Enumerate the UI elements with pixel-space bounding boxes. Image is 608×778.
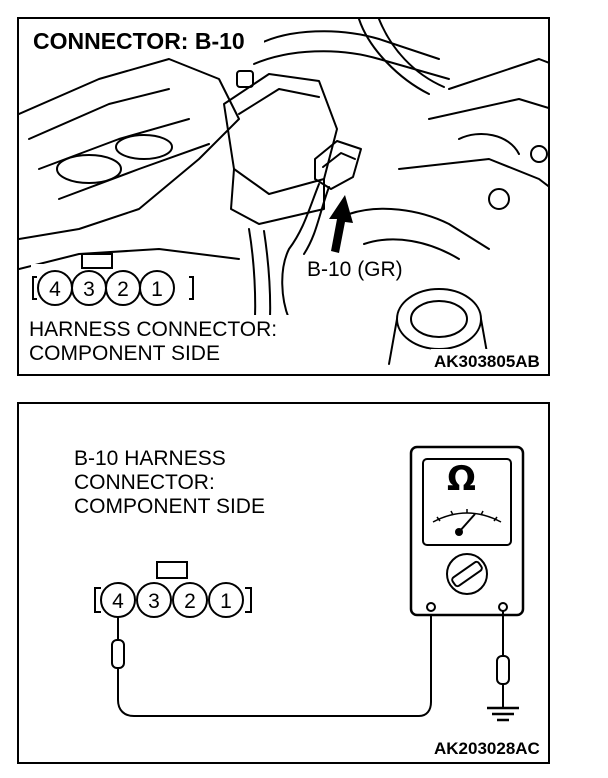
callout-backer [304,257,422,285]
upper-hose [258,30,440,60]
connector-callout-label: B-10 (GR) [307,258,403,281]
pin-cavity [139,270,175,306]
harness-label-line2: CONNECTOR: [74,471,215,494]
harness-label-line1: HARNESS CONNECTOR: [29,318,278,341]
com-jack [426,602,436,612]
ohmmeter-wiring-diagram: 4 3 2 1 [94,445,525,722]
upper-hose [253,50,450,80]
air-duct [363,238,460,260]
pin-number: 1 [220,590,232,613]
bolt [530,145,548,163]
b10-connector-detail [322,152,356,168]
component-housing [223,73,338,195]
pin-number: 4 [49,278,61,301]
intake-port [56,154,122,184]
pin-number: 1 [151,278,163,301]
housing-detail [238,88,320,115]
test-probe-lead [111,609,432,717]
ohmmeter [409,445,525,617]
pin-number: 2 [184,590,196,613]
intake-ridge-line [58,143,210,200]
vertical-hose [358,19,430,95]
pin-cavity [172,582,208,618]
harness-label-line1: B-10 HARNESS [74,447,226,470]
vacuum-cap [236,70,254,88]
ground-probe-tip [496,655,510,685]
ohmmeter-display [422,458,512,546]
pin-number: 4 [112,590,124,613]
probe-wire [117,609,432,717]
ohm-symbol: Ω [447,459,476,499]
figure-code: AK203028AC [434,739,540,758]
harness-label-line2: COMPONENT SIDE [29,342,220,365]
right-hose [458,133,520,155]
pin-cavity [136,582,172,618]
connector-latch [81,253,113,269]
connector-title: CONNECTOR: B-10 [33,28,245,54]
intake-ridge-line [28,88,170,140]
lower-panel-line [19,248,240,270]
probe-tip [111,639,125,669]
harness-label-line3: COMPONENT SIDE [74,495,265,518]
air-duct-opening [396,288,482,350]
right-block-line [428,98,548,120]
resistance-check-panel: 4 3 2 1 [17,402,550,764]
meter-needle [458,513,476,533]
pin-number: 3 [83,278,95,301]
top-pin-diagram: 4 3 2 1 [31,253,196,310]
vertical-hose [378,19,445,88]
engine-bay-panel: 4 3 2 1 CONNECTOR: B-10 B-10 (GR) HARNES… [17,17,550,376]
figure-code: AK303805AB [434,352,540,371]
duct-edge [388,318,398,365]
pin-number: 3 [148,590,160,613]
pin-cavity [208,582,244,618]
connector-latch [156,561,188,579]
air-duct-opening-inner [410,300,468,338]
harness-wire [303,186,330,255]
knob-pointer [451,560,483,588]
bottom-pin-diagram: 4 3 2 1 [94,561,252,618]
right-block-line [398,158,548,188]
intake-port [115,134,173,160]
b10-connector-body [314,140,362,190]
needle-pivot [455,528,463,536]
air-duct [348,207,490,250]
title-backer [29,27,264,57]
label-backer [27,315,317,371]
engine-bay-illustration: 4 3 2 1 [19,19,548,374]
ground-lead [487,611,519,722]
bolt [488,188,510,210]
ohm-jack [498,602,508,612]
pin-number: 2 [117,278,129,301]
code-backer [431,349,548,374]
right-block-line [448,58,548,90]
pointer-arrow [329,195,353,253]
intake-cover-outline [19,58,240,240]
harness-wire [281,183,320,320]
